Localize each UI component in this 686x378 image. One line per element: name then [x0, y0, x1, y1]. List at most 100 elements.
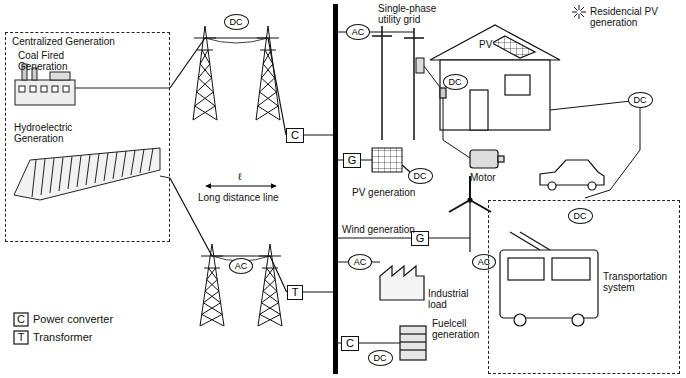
tower-brace: [260, 78, 275, 92]
pv-panel: [372, 148, 402, 172]
dashed-region: Transportation systemDC: [488, 200, 680, 374]
car: [540, 160, 604, 190]
tower-brace: [260, 314, 282, 326]
art-part: [19, 86, 69, 92]
dam-stroke: [32, 160, 36, 197]
label-text: Fuelcell generation: [432, 318, 488, 340]
utility-pole: [424, 66, 442, 90]
window: [41, 86, 47, 92]
label-text: Residencial PV generation: [590, 6, 682, 28]
converter-box: C: [286, 128, 304, 143]
utility-pole: [381, 26, 383, 140]
tower-brace: [197, 92, 216, 106]
tower-brace: [258, 92, 277, 106]
sun-ray: [574, 13, 578, 17]
node-text: C: [346, 337, 354, 349]
utility-pole: [372, 35, 392, 37]
current-type-oval: DC: [628, 92, 653, 108]
sun-ray: [574, 7, 578, 11]
fuel-cell: [400, 349, 426, 350]
factory: [380, 266, 424, 300]
tower-brace: [265, 268, 274, 280]
motor: [470, 150, 498, 168]
fuel-cell: [400, 333, 426, 334]
car: [548, 182, 556, 190]
current-type-oval: AC: [229, 258, 254, 274]
tower-brace: [207, 268, 216, 280]
legend-text: Transformer: [33, 331, 93, 344]
hydro-dam: [14, 148, 170, 200]
house: [492, 36, 535, 58]
current-type-oval: DC: [368, 350, 393, 366]
dam-stroke: [131, 150, 135, 175]
sun-ray: [580, 13, 584, 17]
dam-stroke: [122, 151, 126, 177]
trolley-bus: [500, 232, 598, 326]
node-text: G: [416, 232, 425, 244]
tower-brace: [200, 50, 208, 64]
tower-brace: [256, 106, 278, 120]
label-text: Single-phase utility grid: [378, 3, 448, 25]
window: [63, 86, 69, 92]
trolley-bus: [572, 314, 584, 326]
label-text: Industrial load: [428, 288, 483, 310]
fuel-cell: [400, 326, 426, 360]
tower-arm: [260, 50, 276, 51]
car: [588, 182, 596, 190]
utility-pole: [413, 28, 415, 140]
tower-brace: [263, 291, 279, 303]
node-text: G: [348, 154, 357, 166]
label-text: Wind generation: [342, 224, 415, 235]
label-text: PV generation: [352, 187, 415, 198]
tower-brace: [261, 303, 280, 315]
trolley-bus: [514, 314, 526, 326]
hydro-dam: [160, 176, 170, 178]
current-type-oval: DC: [408, 168, 433, 184]
utility-pole: [404, 37, 424, 39]
catenary: [205, 38, 270, 261]
legend-sample: [14, 313, 28, 344]
sun-ray: [579, 5, 580, 10]
converter-box: C: [341, 336, 359, 351]
tower-brace: [195, 92, 214, 106]
current-type-oval: AC: [346, 24, 371, 40]
tower-brace: [193, 106, 215, 120]
dam-stroke: [104, 153, 108, 181]
motor: [470, 150, 504, 168]
label-text: Motor: [470, 172, 496, 183]
region-heading: Transportation system: [601, 271, 679, 293]
sun-symbol: [572, 5, 586, 19]
label-text: PV: [478, 39, 493, 50]
motor: [498, 156, 504, 162]
dam-stroke: [77, 156, 81, 188]
tower-brace: [202, 50, 210, 64]
hydro-dam: [14, 148, 160, 200]
house: [440, 88, 446, 98]
art-part: [32, 148, 153, 197]
node-text: AC: [354, 257, 367, 267]
window: [52, 86, 58, 92]
dam-stroke: [140, 149, 144, 173]
house-wiring: [443, 98, 640, 198]
house: [505, 75, 530, 95]
tower-brace: [198, 64, 209, 78]
tower-brace: [198, 78, 213, 92]
converter-box: G: [343, 153, 362, 168]
dam-stroke: [41, 159, 45, 195]
pv-panel: [372, 148, 402, 172]
distance-arrow: [206, 186, 276, 187]
house: [430, 25, 560, 130]
tower-brace: [197, 78, 212, 92]
region-heading: Centralized Generation: [10, 36, 117, 47]
tower-brace: [200, 314, 222, 326]
transmission-tower: [193, 26, 282, 326]
factory: [380, 266, 424, 300]
current-type-oval: DC: [224, 14, 249, 30]
node-text: C: [291, 129, 299, 141]
tower-brace: [203, 291, 219, 303]
current-type-oval: AC: [348, 254, 373, 270]
trolley-bus: [552, 258, 590, 280]
legend-sample: [14, 331, 28, 344]
house: [440, 60, 550, 130]
node-text: T: [292, 286, 299, 298]
